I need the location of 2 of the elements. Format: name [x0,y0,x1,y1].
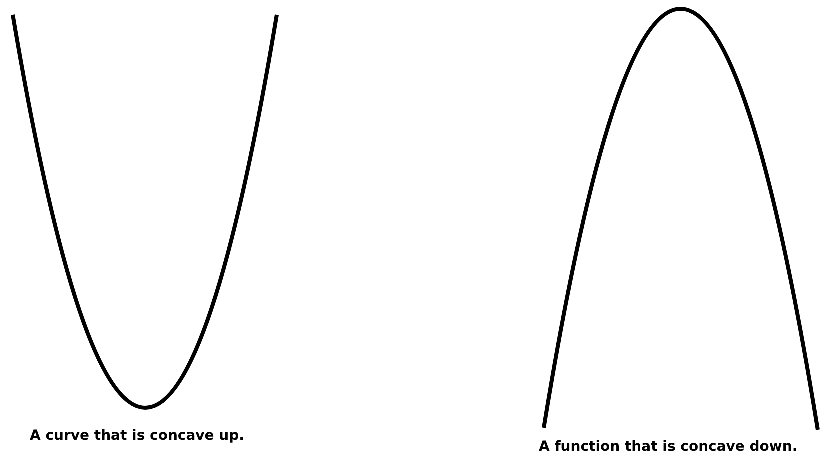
curve-caption: A function that is concave down. [539,439,798,455]
curve-caption: A curve that is concave up. [30,428,244,444]
